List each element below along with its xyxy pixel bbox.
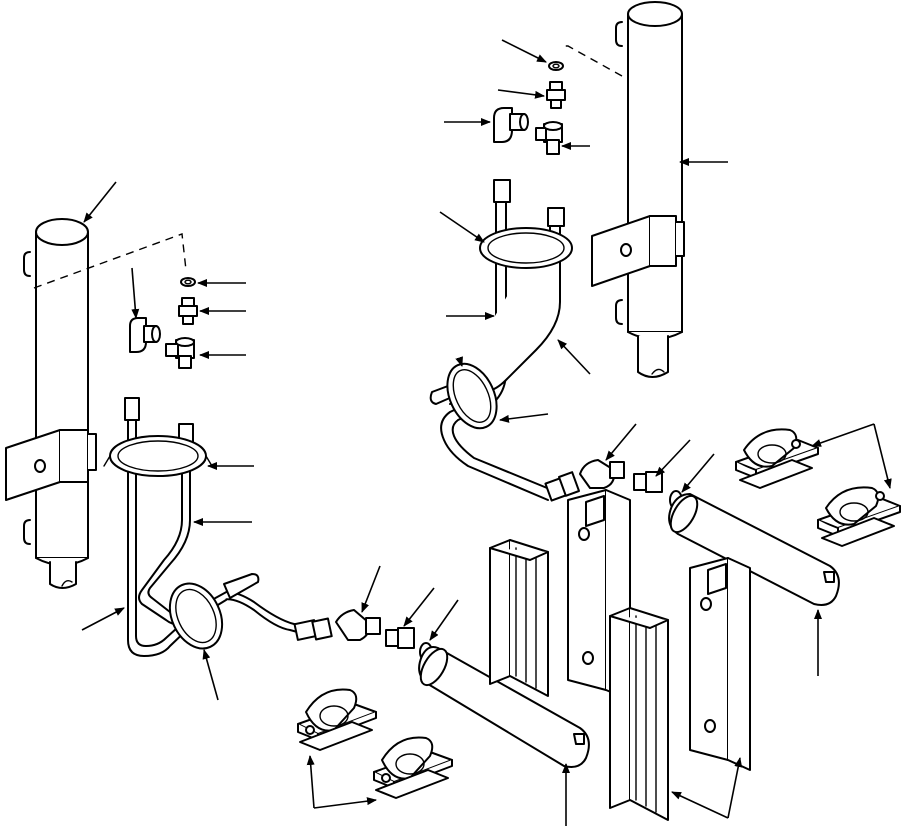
right-clamp	[479, 227, 573, 269]
left-channel	[489, 539, 549, 697]
left-adapter-fitting	[385, 627, 415, 649]
left-tee	[165, 337, 195, 369]
right-channel-lower	[609, 607, 669, 821]
right-cushion-clamp-lower	[817, 486, 901, 547]
callout-arrow-9	[202, 649, 219, 701]
left-elbow-fitting	[335, 609, 381, 641]
right-cushion-clamp-upper	[735, 428, 819, 489]
callout-arrow-26	[499, 413, 549, 423]
right-elbow	[493, 107, 529, 143]
left-cushion-clamp-lower	[373, 736, 453, 799]
callout-arrow-11	[403, 587, 435, 627]
right-assembly	[429, 1, 901, 821]
callout-arrow-2	[131, 267, 140, 319]
callout-arrow-33	[455, 356, 463, 367]
left-assembly	[5, 218, 590, 799]
right-tee	[535, 121, 563, 155]
callout-arrow-18	[501, 39, 547, 63]
left-clamp	[103, 435, 213, 477]
right-channel-middle	[689, 557, 751, 771]
callout-arrow-17	[727, 757, 743, 819]
right-tube-sleeve	[668, 493, 840, 606]
right-packing	[548, 61, 564, 71]
callout-arrow-12	[429, 599, 459, 641]
left-dashed-leader	[33, 233, 187, 289]
right-adapter	[546, 81, 566, 109]
callout-arrows	[81, 39, 892, 826]
right-tube-assembly	[429, 179, 580, 502]
right-elbow-fitting	[579, 459, 625, 489]
callout-arrow-16	[671, 791, 729, 819]
callout-arrow-10	[361, 565, 381, 613]
right-dashed-leader	[560, 45, 623, 77]
right-hydraulic-cylinder	[591, 1, 685, 378]
left-cushion-clamp-upper	[297, 688, 377, 751]
left-hydraulic-cylinder	[5, 218, 97, 589]
callout-arrow-1	[83, 181, 117, 223]
callout-arrow-19	[497, 89, 545, 99]
callout-arrow-14	[306, 755, 315, 809]
callout-arrow-28	[655, 439, 691, 477]
left-elbow	[129, 317, 161, 353]
callout-arrow-27	[605, 423, 637, 461]
callout-arrow-8	[81, 607, 125, 631]
left-lower-clamp	[168, 582, 224, 650]
callout-arrow-29	[681, 453, 715, 493]
callout-arrow-30	[811, 423, 875, 447]
right-adapter-fitting	[633, 471, 663, 493]
callout-arrow-25	[557, 339, 591, 375]
callout-arrow-23	[439, 211, 485, 243]
left-adapter	[178, 297, 198, 325]
callout-arrow-31	[873, 423, 892, 489]
left-packing	[180, 277, 196, 287]
callout-arrow-15	[313, 797, 377, 809]
